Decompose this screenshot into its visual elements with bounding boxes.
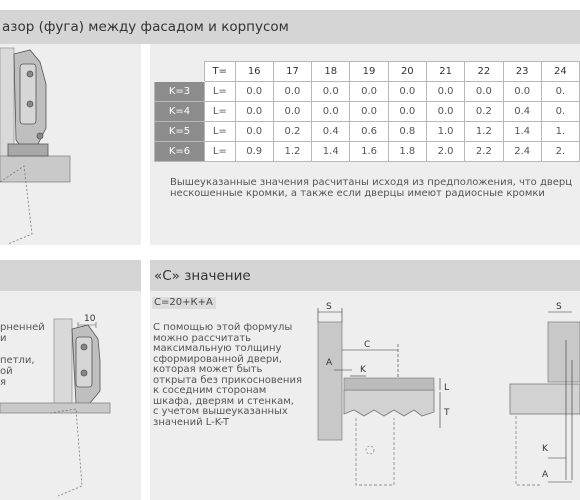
table-cell: 0.0 xyxy=(425,81,466,102)
table-cell: 0.4 xyxy=(502,101,542,122)
table-col-header: 19 xyxy=(349,61,389,82)
table-t-label: T= xyxy=(204,61,236,82)
dimension-10-label: 10 xyxy=(84,314,96,324)
hinge-drawing-bottom: 10 xyxy=(0,314,111,497)
table-cell: 0.2 xyxy=(272,121,313,142)
door-swing-right xyxy=(515,416,540,486)
table-cell: 0.0 xyxy=(234,81,274,102)
table-l-label: L= xyxy=(204,101,236,122)
c-value-title-bar xyxy=(150,260,580,291)
table-cell: 0.0 xyxy=(387,101,427,122)
table-row-k: K=3 xyxy=(153,81,206,102)
label-a: A xyxy=(326,358,333,368)
gap-table: T= 16 17 18 19 20 21 22 23 24 K=3 L= 0.0… xyxy=(153,61,580,162)
table-col-header: 22 xyxy=(464,61,504,82)
c-description: С помощью этой формулы можно рассчитать … xyxy=(153,322,302,428)
door-swing-left xyxy=(355,418,395,486)
table-col-header: 18 xyxy=(311,61,351,82)
table-cell: 0.0 xyxy=(272,101,313,122)
table-note-line: нескошенные кромки, а также если дверцы … xyxy=(170,188,545,199)
c-formula: С=20+К+А xyxy=(152,297,216,309)
table-cell: 2.2 xyxy=(464,141,504,162)
table-cell: 0.0 xyxy=(311,81,351,102)
table-note-line: Вышеуказанные значения расчитаны исходя … xyxy=(170,177,573,188)
cabinet-bottom-panel xyxy=(0,402,111,414)
table-cell: 0.0 xyxy=(387,81,427,102)
frame-right xyxy=(509,383,580,415)
cabinet-side-panel xyxy=(53,318,73,410)
table-cell: 1.2 xyxy=(464,121,504,142)
table-col-header: 23 xyxy=(502,61,542,82)
table-row: K=6 L= 0.9 1.2 1.4 1.6 1.8 2.0 2.2 2.4 2… xyxy=(153,141,580,162)
table-row-k: K=6 xyxy=(153,141,206,162)
top-title-bar xyxy=(0,10,580,44)
table-l-label: L= xyxy=(204,141,236,162)
label-k-right: K xyxy=(542,444,549,454)
label-t: T xyxy=(443,408,450,418)
table-row: K=4 L= 0.0 0.0 0.0 0.0 0.0 0.0 0.2 0.4 0… xyxy=(153,101,580,122)
table-cell: 0.4 xyxy=(311,121,351,142)
table-l-label: L= xyxy=(204,81,236,102)
cabinet-bottom-panel xyxy=(0,155,71,183)
table-cell: 0. xyxy=(540,81,580,102)
label-l: L xyxy=(444,383,449,393)
table-cell: 0.0 xyxy=(349,101,389,122)
hinge-mechanism xyxy=(7,49,49,157)
table-cell: 0.2 xyxy=(464,101,504,122)
table-cell: 0.0 xyxy=(349,81,389,102)
table-row: K=5 L= 0.0 0.2 0.4 0.6 0.8 1.0 1.2 1.4 1… xyxy=(153,121,580,142)
table-corner-cell xyxy=(153,61,206,82)
table-row: K=3 L= 0.0 0.0 0.0 0.0 0.0 0.0 0.0 0.0 0… xyxy=(153,81,580,102)
table-cell: 1.4 xyxy=(311,141,351,162)
table-row-k: K=4 xyxy=(153,101,206,122)
table-col-header: 16 xyxy=(234,61,274,82)
section-title-gap: азор (фуга) между фасадом и корпусом xyxy=(2,19,289,35)
table-cell: 1.6 xyxy=(349,141,389,162)
table-cell: 1.0 xyxy=(425,121,466,142)
table-note: Вышеуказанные значения расчитаны исходя … xyxy=(170,177,572,199)
label-a-right: A xyxy=(542,470,549,480)
table-cell: 1. xyxy=(540,121,580,142)
table-cell: 1.4 xyxy=(502,121,542,142)
left-bottom-title-bar xyxy=(0,260,141,291)
table-l-label: L= xyxy=(204,121,236,142)
frame-profile-left xyxy=(343,389,435,417)
table-cell: 0.0 xyxy=(502,81,542,102)
door-swing-outline xyxy=(49,408,83,497)
table-cell: 0.0 xyxy=(425,101,466,122)
table-cell: 0.0 xyxy=(272,81,313,102)
hinge-drawing-top xyxy=(0,47,71,245)
table-cell: 0.6 xyxy=(349,121,389,142)
table-cell: 2.0 xyxy=(425,141,466,162)
table-col-header: 17 xyxy=(272,61,313,82)
table-cell: 0. xyxy=(540,101,580,122)
door-left xyxy=(317,321,343,441)
table-cell: 1.2 xyxy=(272,141,313,162)
table-col-header: 24 xyxy=(540,61,580,82)
door-right xyxy=(547,321,580,383)
door-edge-left xyxy=(343,377,435,391)
table-col-header: 20 xyxy=(387,61,427,82)
table-cell: 1.8 xyxy=(387,141,427,162)
table-cell: 0.0 xyxy=(311,101,351,122)
label-s-right: S xyxy=(556,302,562,312)
hinge-mechanism xyxy=(71,324,101,404)
table-cell: 0.0 xyxy=(464,81,504,102)
table-cell: 2. xyxy=(540,141,580,162)
table-cell: 0.9 xyxy=(234,141,274,162)
table-cell: 0.0 xyxy=(234,121,274,142)
table-col-header: 21 xyxy=(425,61,466,82)
c-value-diagram: S C A K L T S K A xyxy=(317,302,580,486)
table-row-k: K=5 xyxy=(153,121,206,142)
left-cut-text: рненней и петли, ой я xyxy=(0,322,45,388)
label-c: C xyxy=(364,340,370,350)
section-title-c-value: «С» значение xyxy=(154,268,251,284)
table-cell: 0.8 xyxy=(387,121,427,142)
label-s: S xyxy=(326,302,332,312)
table-cell: 2.4 xyxy=(502,141,542,162)
table-header-row: T= 16 17 18 19 20 21 22 23 24 xyxy=(153,61,580,82)
table-cell: 0.0 xyxy=(234,101,274,122)
label-k: K xyxy=(360,365,367,375)
